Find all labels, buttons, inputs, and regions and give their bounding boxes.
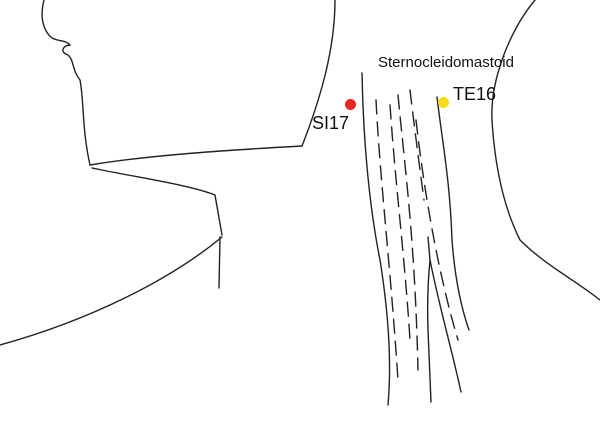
ear-curve xyxy=(301,0,336,147)
throat-line xyxy=(218,236,221,289)
si17-label: SI17 xyxy=(312,113,350,133)
neck-front xyxy=(91,167,223,236)
muscle-fiber-dashes xyxy=(375,89,459,381)
muscle-label: Sternocleidomastoid xyxy=(378,54,514,71)
face-profile xyxy=(41,0,91,166)
muscle-branch-line xyxy=(429,259,462,393)
te16-point xyxy=(438,97,449,108)
muscle-right-edge xyxy=(436,96,470,331)
jaw-line xyxy=(89,145,303,166)
back-of-neck xyxy=(491,0,600,301)
te16-label: TE16 xyxy=(453,84,497,104)
shoulder-line xyxy=(0,236,223,346)
si17-point xyxy=(345,99,356,110)
muscle-left-edge xyxy=(361,72,391,406)
